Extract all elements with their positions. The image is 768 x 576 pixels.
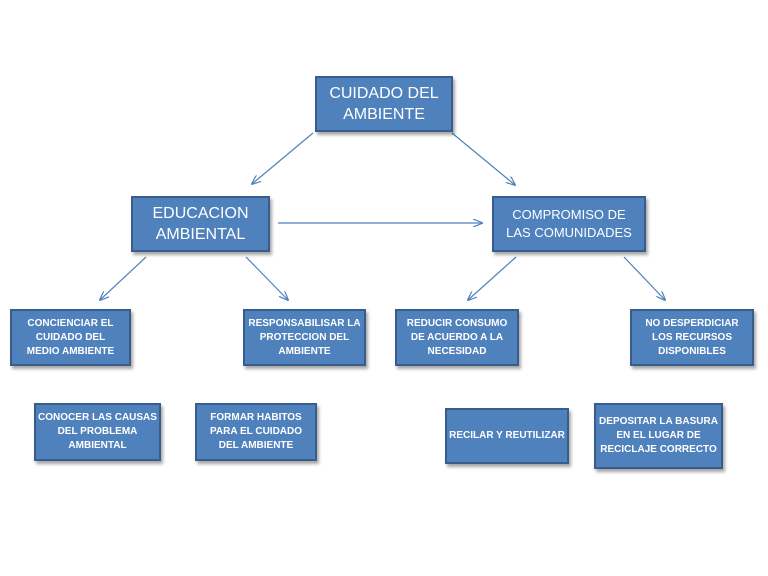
node-reducir-consumo: REDUCIR CONSUMO DE ACUERDO A LA NECESIDA…	[395, 309, 519, 366]
node-label: RECILAR Y REUTILIZAR	[449, 430, 565, 441]
node-label: CONCIENCIAR EL CUIDADO DEL MEDIO AMBIENT…	[26, 317, 115, 357]
node-concienciar: CONCIENCIAR EL CUIDADO DEL MEDIO AMBIENT…	[10, 309, 131, 366]
node-reciclar-reutilizar: RECILAR Y REUTILIZAR	[445, 408, 569, 464]
arrow-education-to-responsible	[245, 256, 288, 300]
node-educacion-ambiental: EDUCACION AMBIENTAL	[131, 196, 270, 252]
node-compromiso-comunidades: COMPROMISO DE LAS COMUNIDADES	[492, 196, 646, 252]
node-label: CONOCER LAS CAUSAS DEL PROBLEMA AMBIENTA…	[38, 412, 157, 451]
arrow-root-to-education	[252, 132, 314, 184]
node-label: COMPROMISO DE LAS COMUNIDADES	[506, 207, 632, 240]
node-label: EDUCACION AMBIENTAL	[152, 205, 249, 243]
node-formar-habitos: FORMAR HABITOS PARA EL CUIDADO DEL AMBIE…	[195, 403, 317, 461]
node-label: REDUCIR CONSUMO DE ACUERDO A LA NECESIDA…	[406, 317, 508, 357]
node-responsabilisar: RESPONSABILISAR LA PROTECCION DEL AMBIEN…	[243, 309, 366, 366]
node-label: NO DESPERDICIAR LOS RECURSOS DISPONIBLES	[645, 317, 739, 357]
node-depositar-basura: DEPOSITAR LA BASURA EN EL LUGAR DE RECIC…	[594, 403, 723, 469]
arrow-commitment-to-nowaste	[623, 256, 665, 300]
node-conocer-causas: CONOCER LAS CAUSAS DEL PROBLEMA AMBIENTA…	[34, 403, 161, 461]
node-no-desperdiciar: NO DESPERDICIAR LOS RECURSOS DISPONIBLES	[630, 309, 754, 366]
node-label: RESPONSABILISAR LA PROTECCION DEL AMBIEN…	[248, 317, 361, 357]
node-cuidado-del-ambiente: CUIDADO DEL AMBIENTE	[315, 76, 453, 132]
arrow-education-to-awareness	[100, 256, 147, 300]
arrow-root-to-commitment	[451, 132, 515, 185]
node-label: CUIDADO DEL AMBIENTE	[329, 85, 439, 123]
node-label: DEPOSITAR LA BASURA EN EL LUGAR DE RECIC…	[599, 416, 718, 455]
arrow-commitment-to-reduce	[468, 256, 517, 300]
node-label: FORMAR HABITOS PARA EL CUIDADO DEL AMBIE…	[209, 412, 303, 451]
